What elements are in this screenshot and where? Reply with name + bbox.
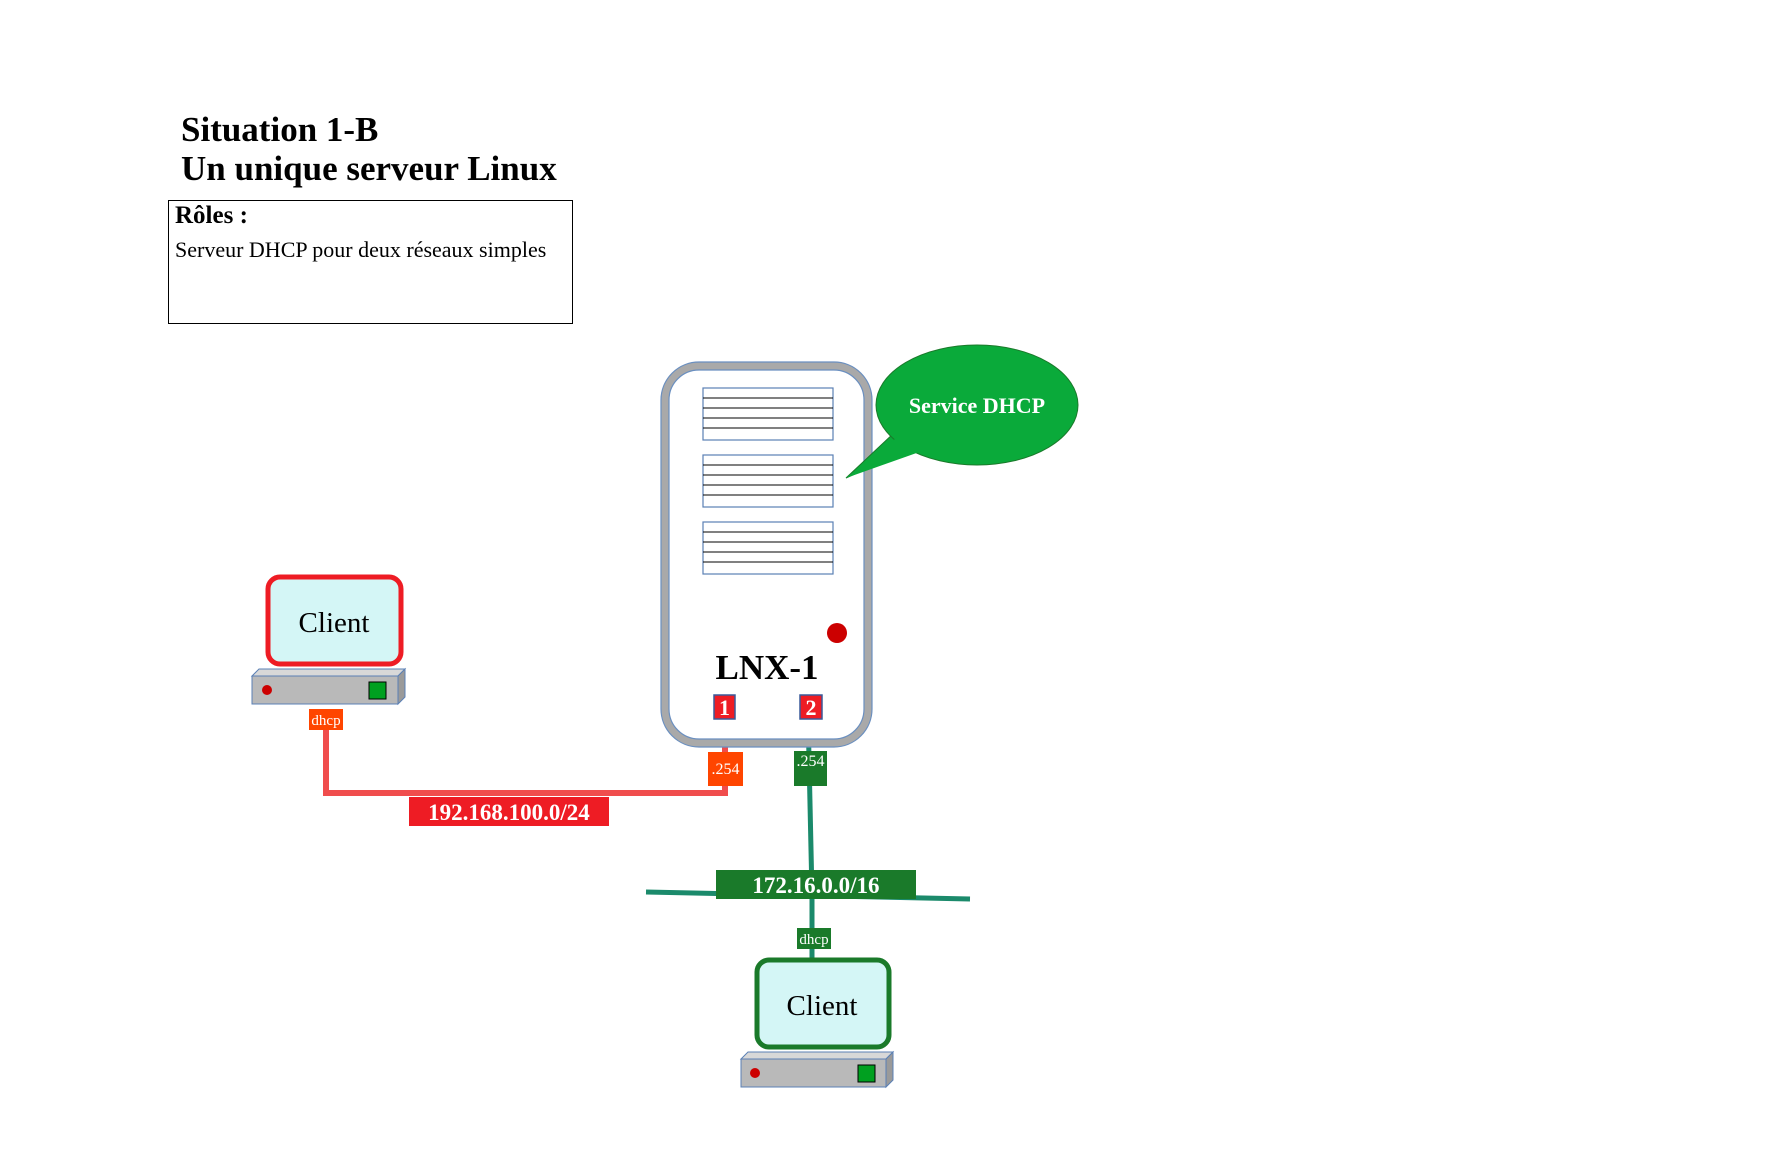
roles-description: Serveur DHCP pour deux réseaux simples: [175, 237, 547, 262]
client-green-dhcp-label: dhcp: [799, 932, 828, 948]
client-red-dhcp-label: dhcp: [311, 713, 340, 729]
port1-ip-label: .254: [712, 761, 740, 778]
drive-bay-2: [702, 454, 834, 508]
port2-ip-label: .254: [797, 753, 825, 770]
client-red-dhcp-tag: dhcp: [309, 709, 343, 730]
power-led-icon: [827, 623, 847, 643]
green-network-label: 172.16.0.0/16: [716, 870, 916, 899]
port-2-label: 2: [806, 695, 817, 720]
port1-ip-tag: .254: [708, 752, 743, 786]
client-green-label: Client: [787, 990, 858, 1022]
service-dhcp-bubble: Service DHCP: [845, 344, 1079, 479]
client-green-dhcp-tag: dhcp: [797, 928, 831, 949]
client-green-monitor: [754, 957, 892, 1050]
red-network-link: [323, 705, 728, 796]
client-red-desktop-unit: [250, 667, 407, 706]
client-red[interactable]: Client dhcp: [250, 574, 407, 730]
diagram-title-line1: Situation 1-B: [181, 110, 379, 149]
server-port-1[interactable]: 1: [713, 694, 736, 720]
client-red-monitor: [265, 574, 404, 667]
client-green-desktop-unit: [739, 1050, 895, 1089]
green-network-address: 172.16.0.0/16: [752, 873, 879, 898]
roles-box: Rôles : Serveur DHCP pour deux réseaux s…: [168, 200, 573, 324]
server-port-2[interactable]: 2: [799, 694, 823, 720]
drive-bay-3: [702, 521, 834, 575]
server-inner-outline: [668, 369, 865, 740]
client-red-label: Client: [299, 607, 370, 639]
client-green[interactable]: Client dhcp: [739, 928, 895, 1089]
server-outer-outline: [660, 361, 873, 748]
server-name-label: LNX-1: [715, 648, 818, 687]
drive-bay-1: [702, 387, 834, 441]
port2-ip-tag: .254: [794, 751, 827, 786]
port-1-label: 1: [719, 695, 730, 720]
red-network-address: 192.168.100.0/24: [428, 800, 590, 825]
red-network-label: 192.168.100.0/24: [409, 797, 609, 826]
roles-heading: Rôles :: [175, 202, 248, 229]
diagram-title-line2: Un unique serveur Linux: [181, 149, 557, 188]
service-dhcp-label: Service DHCP: [909, 393, 1045, 418]
server-lnx1[interactable]: LNX-1 1 2: [660, 361, 873, 748]
